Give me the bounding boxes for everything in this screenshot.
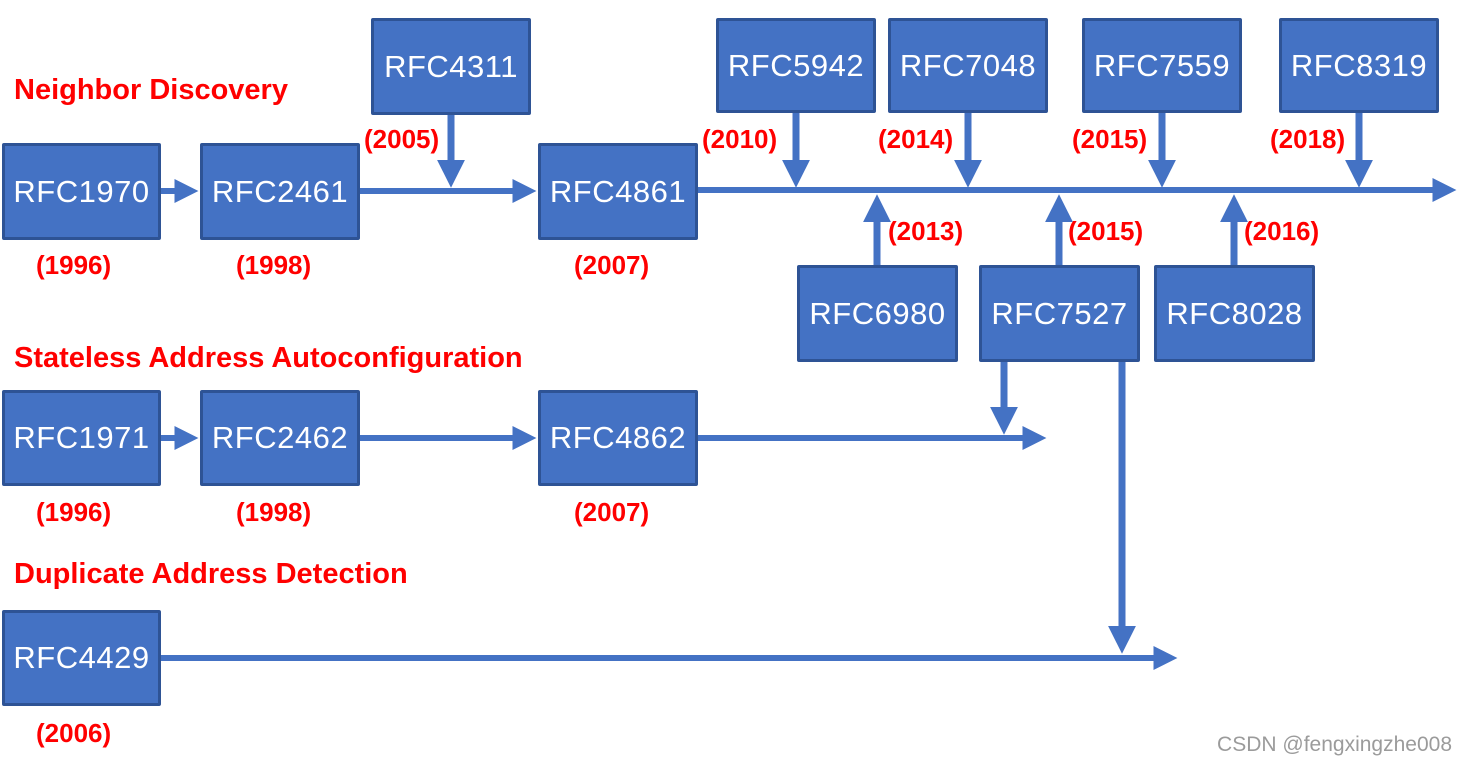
rfc-box-rfc7559: RFC7559: [1082, 18, 1242, 113]
watermark: CSDN @fengxingzhe008: [1217, 733, 1452, 756]
rfc-box-rfc8028: RFC8028: [1154, 265, 1315, 362]
year-label-rfc8319: (2018): [1270, 124, 1346, 154]
rfc-box-rfc4311: RFC4311: [371, 18, 531, 115]
rfc-box-rfc2462: RFC2462: [200, 390, 360, 486]
year-label-rfc7048: (2014): [878, 124, 954, 154]
rfc-box-rfc7527: RFC7527: [979, 265, 1140, 362]
rfc-box-rfc8319: RFC8319: [1279, 18, 1439, 113]
year-label-rfc6980: (2013): [888, 216, 964, 246]
year-label-rfc7559: (2015): [1072, 124, 1148, 154]
year-label-rfc4862: (2007): [574, 497, 650, 527]
rfc-box-rfc5942: RFC5942: [716, 18, 876, 113]
rfc-box-rfc4429: RFC4429: [2, 610, 161, 706]
rfc-box-rfc7048: RFC7048: [888, 18, 1048, 113]
section-title-slaac: Stateless Address Autoconfiguration: [14, 342, 523, 374]
year-label-rfc1970: (1996): [36, 250, 112, 280]
rfc-box-rfc4862: RFC4862: [538, 390, 698, 486]
rfc-box-rfc1970: RFC1970: [2, 143, 161, 240]
year-label-rfc7527: (2015): [1068, 216, 1144, 246]
rfc-box-rfc1971: RFC1971: [2, 390, 161, 486]
rfc-box-rfc6980: RFC6980: [797, 265, 958, 362]
year-label-rfc2461: (1998): [236, 250, 312, 280]
rfc-box-rfc4861: RFC4861: [538, 143, 698, 240]
rfc-box-rfc2461: RFC2461: [200, 143, 360, 240]
section-title-dad: Duplicate Address Detection: [14, 558, 408, 590]
year-label-rfc2462: (1998): [236, 497, 312, 527]
year-label-rfc8028: (2016): [1244, 216, 1320, 246]
year-label-rfc1971: (1996): [36, 497, 112, 527]
year-label-rfc5942: (2010): [702, 124, 778, 154]
section-title-neighbor-discovery: Neighbor Discovery: [14, 74, 288, 106]
year-label-rfc4311: (2005): [364, 124, 440, 154]
year-label-rfc4429: (2006): [36, 718, 112, 748]
year-label-rfc4861: (2007): [574, 250, 650, 280]
